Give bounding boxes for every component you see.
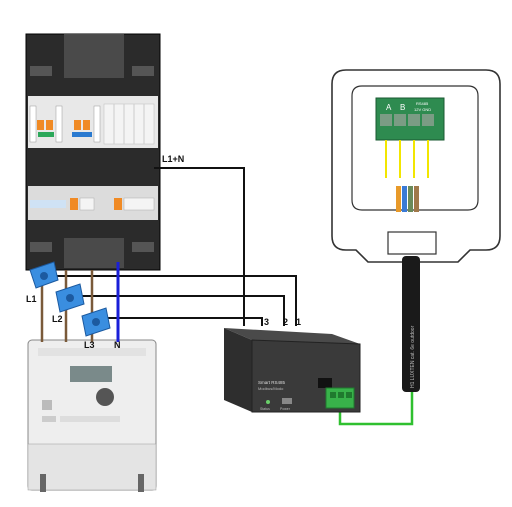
breaker-row-lower: [28, 186, 158, 220]
terminal-label-b: B: [400, 103, 405, 112]
device-rj-port[interactable]: [318, 378, 332, 388]
terminal-label-rs485: RS485: [416, 101, 429, 106]
label-neutral: N: [114, 340, 121, 350]
jack-yellow-leads: [385, 140, 429, 178]
wire-ct-2: [82, 295, 285, 326]
cable-label: H1 LUXTEN cat. 6e outdoor: [410, 325, 416, 388]
meter-button[interactable]: [96, 388, 114, 406]
label-terminal-3: 3: [264, 317, 269, 327]
label-l2: L2: [52, 314, 63, 324]
terminal-label-power: 12V GND: [414, 107, 431, 112]
breaker-row-upper: [28, 96, 158, 148]
device-status-text: Status: [260, 407, 270, 411]
wire-supply-l1n: [154, 167, 245, 326]
board-top-handle: [64, 34, 124, 78]
label-l1: L1: [26, 294, 37, 304]
current-clamp-l3: [81, 307, 111, 337]
rs485-interface-device: Smart RS485 Modbus/Modo Status Power: [224, 328, 361, 413]
meter-display: [70, 366, 112, 382]
wire-ct-3: [108, 317, 263, 326]
device-line2-text: Modbus/Modo: [258, 386, 284, 391]
device-power-text: Power: [280, 407, 291, 411]
terminal-label-a: A: [386, 103, 392, 112]
jack-latch: [387, 231, 437, 255]
label-terminal-1: 1: [296, 317, 301, 327]
rj45-jack-box: A B RS485 12V GND: [331, 69, 501, 263]
status-led: [266, 400, 270, 404]
twisted-pairs: [396, 186, 419, 212]
network-cable: H1 LUXTEN cat. 6e outdoor: [402, 256, 420, 392]
label-l3: L3: [84, 340, 95, 350]
board-bottom-handle: [64, 238, 124, 268]
label-terminal-2: 2: [283, 317, 288, 327]
current-clamp-l2: [55, 283, 85, 313]
distribution-board: [25, 33, 161, 271]
label-supply: L1+N: [162, 154, 184, 164]
device-usb-port[interactable]: [282, 398, 292, 404]
current-clamp-l1: [29, 261, 59, 289]
energy-meter: [27, 339, 157, 492]
jack-terminal-block: [375, 97, 445, 141]
device-model-text: Smart RS485: [258, 380, 286, 385]
wire-ct-1: [56, 275, 297, 326]
